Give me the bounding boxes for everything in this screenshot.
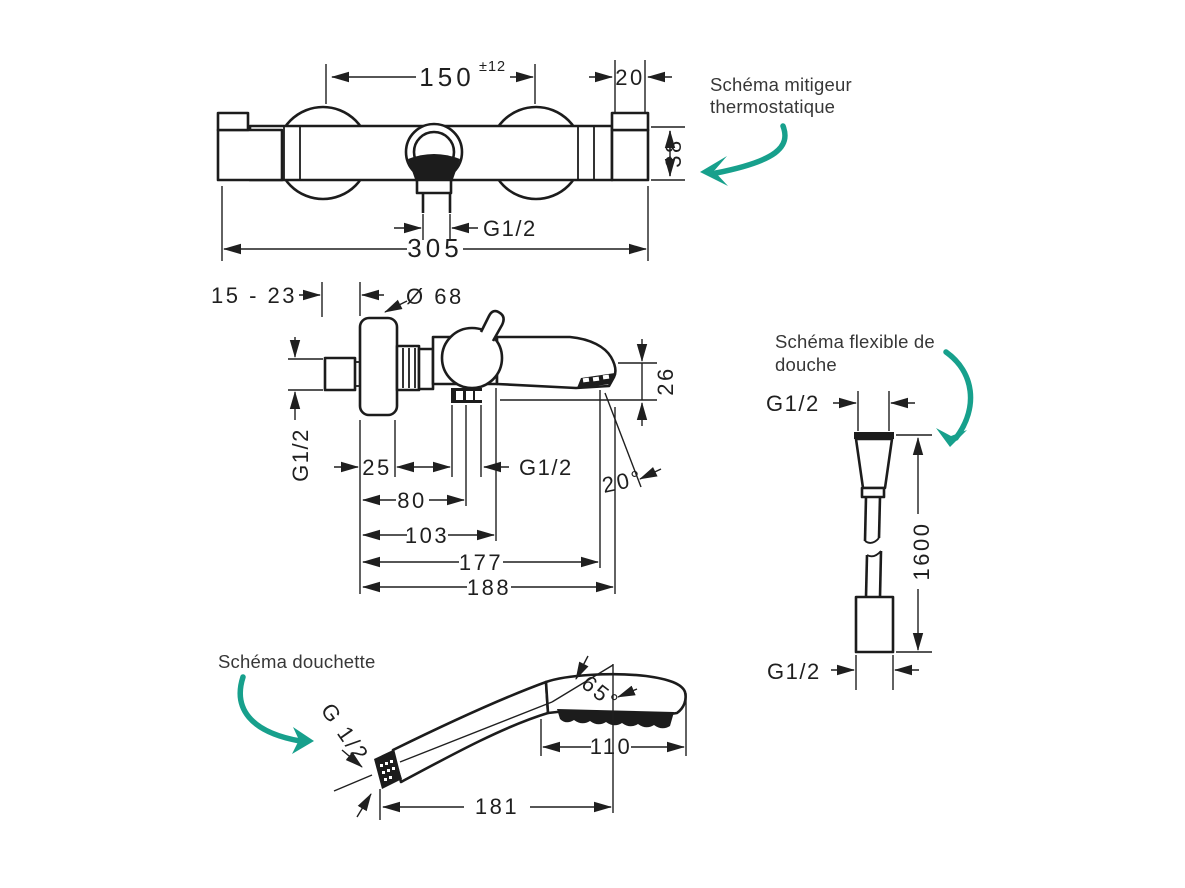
angle-reference-line [604,392,642,488]
hose-fixture [854,432,895,654]
dim-g12-wall: G1/2 [288,428,313,482]
handshower-label-line1: Schéma douchette [218,651,375,672]
hose-break-line [864,537,880,544]
hose-break-line [866,550,882,558]
dim-g12-hose-outlet: G1/2 [519,455,573,480]
angle-reference-line [551,664,614,703]
mixer-front-diagram: 150 ±12 20 38 G1/2 305 [216,59,686,263]
dim-1600: 1600 [909,522,934,581]
mixer-side-fixture [323,309,617,417]
handshower-fixture [333,672,687,792]
dim-g12-handshower: G 1/2 [316,699,375,768]
outlet-slot [592,376,600,382]
dim-188: 188 [467,575,511,600]
mixer-label-line2: thermostatique [710,96,835,117]
thread-dots [380,760,395,781]
outlet-collar [415,178,453,195]
stub-cell [456,391,463,400]
leader-arrow [384,299,408,313]
mixer-annotation-arrow [713,123,788,176]
handshower-diagram: 65° G 1/2 110 181 [316,655,687,820]
hose-top-neck [860,486,886,499]
hose-annotation-arrow [943,349,974,441]
dim-177: 177 [459,550,503,575]
dim-25: 25 [362,455,391,480]
hose-tube-edge [864,554,869,598]
hose-top-nut [854,437,894,490]
hose-diagram: G1/2 1600 G1/2 [766,391,934,690]
axis-reference-line [399,701,553,763]
leader-arrow [356,793,372,818]
hose-arrowhead-icon [936,428,967,447]
dim-g12-outlet: G1/2 [483,216,537,241]
mixer-side-diagram: 15 - 23 Ø 68 G1/2 25 G1/2 80 [211,282,678,600]
head-joint-line [545,682,549,713]
hose-bottom-connector [854,595,895,654]
spout [495,335,617,390]
annotations: Schéma mitigeur thermostatique Schéma fl… [218,74,974,754]
hose-tube-edge [863,496,868,542]
handle-lever [479,309,505,342]
mixer-front-fixture [216,105,650,213]
dim-181: 181 [475,794,519,819]
left-union-cap [216,128,284,182]
right-union-cap [610,128,650,182]
dim-arrow [575,655,589,680]
hose-dimensions: G1/2 1600 G1/2 [766,391,934,690]
outlet-slot [602,374,610,380]
hose-tube-edge [877,496,882,539]
dim-20: 20 [615,65,644,90]
dim-20deg: 20° [600,465,645,498]
right-union-tab [610,111,650,132]
dim-305: 305 [407,233,462,263]
mixer-arrowhead-icon [700,156,728,186]
hose-top-nut-cap [854,432,894,439]
mixer-front-dimensions: 150 ±12 20 38 G1/2 305 [221,59,686,263]
stub-cell [466,391,473,400]
spray-face [557,709,674,729]
dim-150-tolerance: ±12 [479,59,506,75]
hose-label-line1: Schéma flexible de [775,331,935,352]
stub-cell [475,391,482,400]
handshower-handle [391,680,550,784]
dim-dia68: Ø 68 [406,284,464,309]
dim-38: 38 [661,138,686,167]
temperature-ring-grip [408,154,460,185]
mixer-label-line1: Schéma mitigeur [710,74,852,95]
handshower-arrowhead-icon [292,727,314,754]
dim-80: 80 [397,488,426,513]
dim-26: 26 [653,366,678,395]
hose-label-line2: douche [775,354,837,375]
dim-g12-hose-bottom: G1/2 [767,659,821,684]
hose-tube-edge [878,550,883,598]
dim-arrow [617,685,638,698]
body-collar [417,347,435,391]
dim-150: 150 [419,62,474,92]
dim-15-23: 15 - 23 [211,283,297,308]
handshower-annotation-arrow [237,674,303,744]
dim-103: 103 [405,523,449,548]
mixer-side-dimensions: 15 - 23 Ø 68 G1/2 25 G1/2 80 [211,282,678,600]
wall-union-square [323,356,357,392]
escutcheon-side [358,316,399,417]
dim-g12-hose-top: G1/2 [766,391,820,416]
outlet-slot [582,377,590,383]
dim-110: 110 [590,734,633,759]
left-union-tab [216,111,250,132]
leader-arrow [341,749,363,768]
dim-arrow [639,466,662,480]
axis-reference-line [333,774,373,792]
